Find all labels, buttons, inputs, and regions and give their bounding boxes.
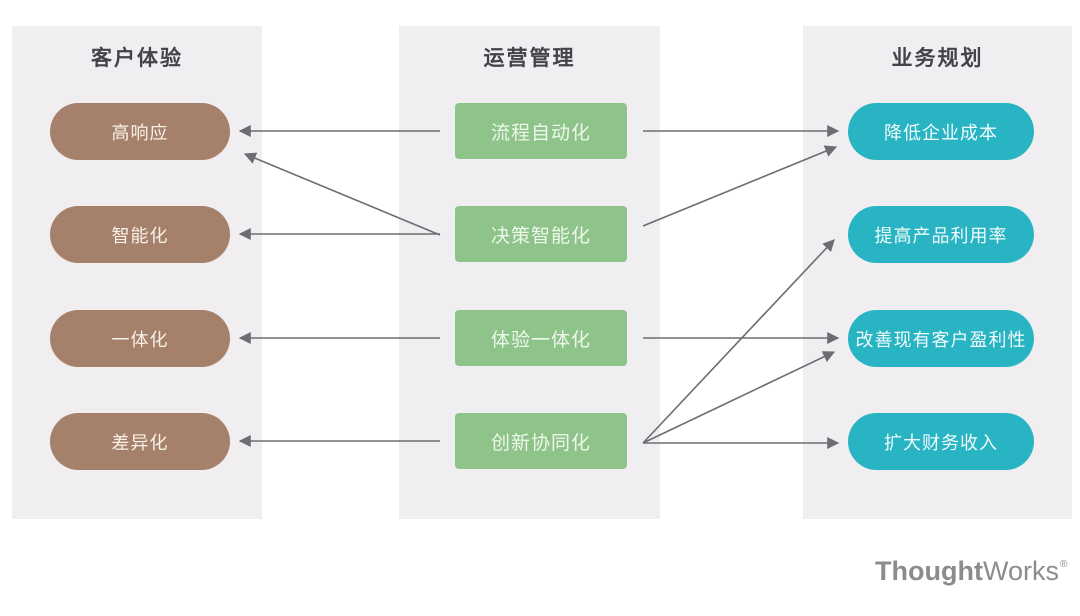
logo-text-regular: Works: [982, 556, 1059, 586]
node-improve-product-utilization: 提高产品利用率: [848, 206, 1034, 263]
node-reduce-enterprise-cost: 降低企业成本: [848, 103, 1034, 160]
thoughtworks-logo: ThoughtWorks®: [875, 556, 1067, 587]
node-process-automation: 流程自动化: [455, 103, 627, 159]
node-integration: 一体化: [50, 310, 230, 367]
registered-trademark-icon: ®: [1059, 559, 1068, 570]
node-expand-financial-revenue: 扩大财务收入: [848, 413, 1034, 470]
node-improve-customer-profitability: 改善现有客户盈利性: [848, 310, 1034, 367]
node-intelligentization: 智能化: [50, 206, 230, 263]
node-high-responsiveness: 高响应: [50, 103, 230, 160]
column-title-business-planning: 业务规划: [891, 47, 984, 70]
node-intelligent-decision: 决策智能化: [455, 206, 627, 262]
node-integrated-experience: 体验一体化: [455, 310, 627, 366]
logo-text-bold: Thought: [875, 556, 983, 586]
node-differentiation: 差异化: [50, 413, 230, 470]
column-title-customer-experience: 客户体验: [91, 47, 183, 70]
column-title-operations-management: 运营管理: [483, 47, 576, 70]
node-innovative-collaboration: 创新协同化: [455, 413, 627, 469]
